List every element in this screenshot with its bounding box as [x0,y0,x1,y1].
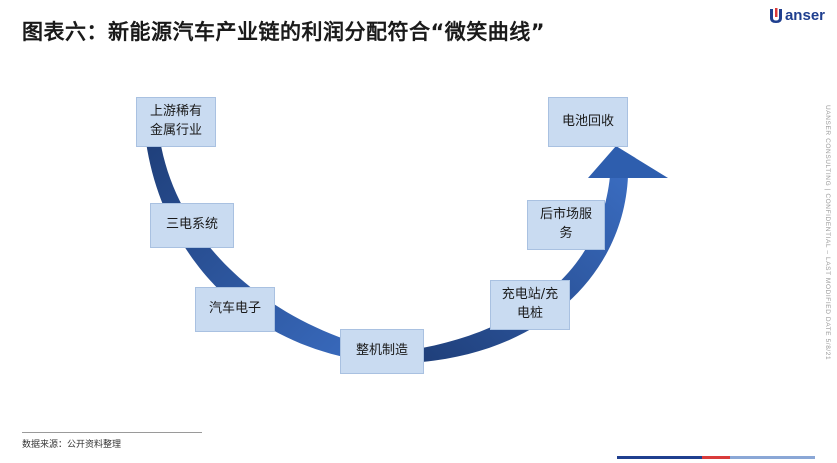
bottom-bar-segment [702,456,730,459]
node-label: 汽车电子 [208,301,261,317]
bottom-color-bar [617,456,815,459]
node-label: 后市场服务 [539,207,592,241]
node-label: 充电站/充电桩 [501,287,559,321]
page-title: 图表六：新能源汽车产业链的利润分配符合“微笑曲线” [22,20,546,44]
node-label: 三电系统 [165,217,218,233]
node-auto-electronics: 汽车电子 [195,287,275,332]
node-vehicle-mfg: 整机制造 [340,329,424,374]
bottom-bar-segment [730,456,815,459]
node-charging: 充电站/充电桩 [490,280,570,330]
node-three-electric: 三电系统 [150,203,234,248]
company-logo: anser [768,7,825,24]
data-source-note: 数据来源：公开资料整理 [22,440,122,450]
node-aftermarket: 后市场服务 [527,200,605,250]
node-label: 上游稀有金属行业 [149,104,202,138]
node-label: 电池回收 [561,113,614,129]
logo-u-icon [769,7,782,23]
source-divider [22,432,202,433]
node-label: 整机制造 [355,343,408,359]
smile-curve-arrow-head [588,146,668,178]
side-confidential-note: UANSER CONSULTING | CONFIDENTIAL – LAST … [824,105,831,361]
node-recycling: 电池回收 [548,97,628,147]
bottom-bar-segment [617,456,702,459]
logo-text: anser [784,7,825,24]
node-rare-earth: 上游稀有金属行业 [136,97,216,147]
